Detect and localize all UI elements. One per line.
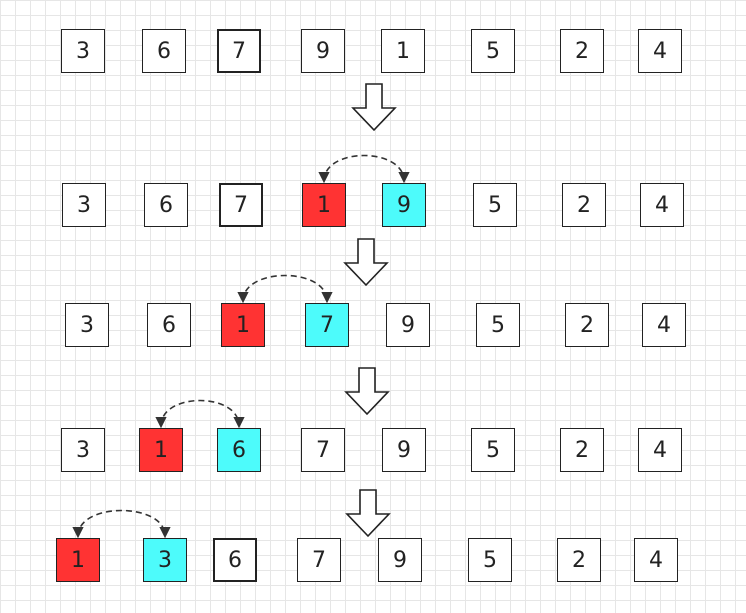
cell-row3-col3: 7 xyxy=(301,428,345,472)
cell-row0-col2: 7 xyxy=(217,29,261,73)
cell-row4-col5: 5 xyxy=(468,538,512,582)
cell-row3-col2: 6 xyxy=(217,428,261,472)
cell-row1-col0: 3 xyxy=(62,183,106,227)
cell-row2-col2: 1 xyxy=(221,303,265,347)
cell-row3-col1: 1 xyxy=(139,428,183,472)
cell-row0-col3: 9 xyxy=(301,29,345,73)
cell-row2-col7: 4 xyxy=(642,303,686,347)
cell-row0-col4: 1 xyxy=(381,29,425,73)
cell-row3-col4: 9 xyxy=(382,428,426,472)
cell-row1-col6: 2 xyxy=(562,183,606,227)
cell-row4-col0: 1 xyxy=(56,538,100,582)
cell-row2-col6: 2 xyxy=(565,303,609,347)
cell-row2-col5: 5 xyxy=(476,303,520,347)
cell-row0-col6: 2 xyxy=(560,29,604,73)
cell-row3-col0: 3 xyxy=(61,428,105,472)
cell-row0-col7: 4 xyxy=(638,29,682,73)
cell-row4-col3: 7 xyxy=(297,538,341,582)
cell-row4-col2: 6 xyxy=(213,538,257,582)
cell-row4-col6: 2 xyxy=(557,538,601,582)
cell-row2-col0: 3 xyxy=(65,303,109,347)
cell-row3-col5: 5 xyxy=(471,428,515,472)
cell-row0-col5: 5 xyxy=(471,29,515,73)
cell-row1-col5: 5 xyxy=(473,183,517,227)
cell-row4-col4: 9 xyxy=(378,538,422,582)
cell-row4-col7: 4 xyxy=(634,538,678,582)
cell-row1-col3: 1 xyxy=(302,183,346,227)
cell-row0-col0: 3 xyxy=(61,29,105,73)
cell-row2-col1: 6 xyxy=(147,303,191,347)
cell-row4-col1: 3 xyxy=(143,538,187,582)
cell-row1-col7: 4 xyxy=(640,183,684,227)
cell-row0-col1: 6 xyxy=(142,29,186,73)
cell-row2-col4: 9 xyxy=(386,303,430,347)
cell-row2-col3: 7 xyxy=(305,303,349,347)
cell-row3-col7: 4 xyxy=(638,428,682,472)
cell-row1-col4: 9 xyxy=(382,183,426,227)
cell-row1-col1: 6 xyxy=(144,183,188,227)
cell-row3-col6: 2 xyxy=(560,428,604,472)
cell-row1-col2: 7 xyxy=(219,183,263,227)
